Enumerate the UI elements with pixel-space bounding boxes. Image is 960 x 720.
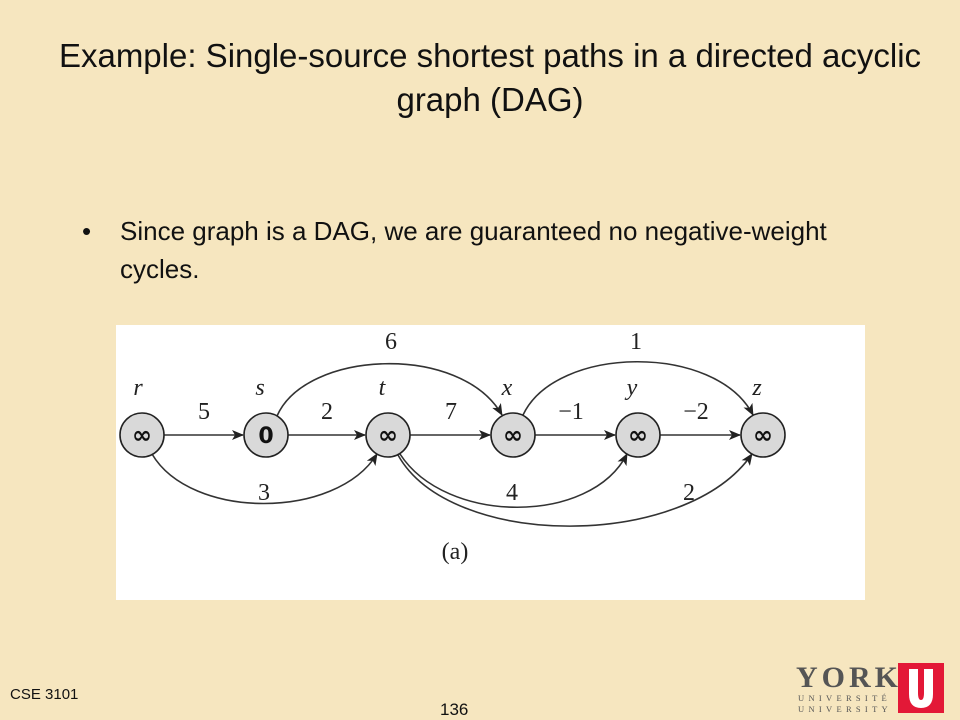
node-s bbox=[243, 412, 289, 458]
bullet-list: • Since graph is a DAG, we are guarantee… bbox=[80, 212, 860, 288]
york-university-logo: YORK UNIVERSITÉ UNIVERSITY bbox=[796, 661, 944, 714]
york-u-icon bbox=[898, 663, 944, 713]
edge-weight-s-x: 6 bbox=[385, 329, 397, 355]
edge-r-t bbox=[151, 453, 378, 505]
node-s-distance: 0 bbox=[258, 424, 273, 449]
edge-weight-t-y: 4 bbox=[506, 480, 518, 506]
edge-weight-y-z: −2 bbox=[683, 399, 709, 425]
edge-layer: 5 2 7 −1 −2 6 1 3 4 2 bbox=[151, 329, 754, 527]
logo-line-english: UNIVERSITY bbox=[798, 704, 892, 714]
bullet-item: • Since graph is a DAG, we are guarantee… bbox=[80, 212, 860, 288]
node-r-distance: ∞ bbox=[132, 421, 152, 449]
diagram-caption: (a) bbox=[442, 539, 469, 565]
node-y bbox=[615, 412, 661, 458]
edge-weight-r-s: 5 bbox=[198, 399, 210, 425]
node-t-label: t bbox=[379, 375, 387, 401]
edge-weight-x-z: 1 bbox=[630, 329, 642, 355]
logo-wordmark: YORK bbox=[796, 661, 902, 694]
node-z-label: z bbox=[751, 375, 762, 401]
node-layer: ∞ r 0 s ∞ t ∞ x ∞ y ∞ z bbox=[119, 375, 786, 458]
bullet-text: Since graph is a DAG, we are guaranteed … bbox=[120, 216, 827, 284]
edge-weight-t-z: 2 bbox=[683, 480, 695, 506]
node-z bbox=[740, 412, 786, 458]
edge-s-x bbox=[276, 362, 503, 417]
node-y-label: y bbox=[625, 375, 638, 401]
edge-weight-r-t: 3 bbox=[258, 480, 270, 506]
node-r bbox=[119, 412, 165, 458]
bullet-marker: • bbox=[82, 216, 92, 246]
edge-t-z bbox=[397, 453, 753, 527]
node-x bbox=[490, 412, 536, 458]
page-number: 136 bbox=[440, 700, 469, 719]
edge-weight-x-y: −1 bbox=[558, 399, 584, 425]
edge-x-z bbox=[522, 360, 754, 416]
node-s-label: s bbox=[255, 375, 264, 401]
node-t-distance: ∞ bbox=[378, 421, 398, 449]
edge-t-y bbox=[399, 453, 628, 509]
slide-title: Example: Single-source shortest paths in… bbox=[58, 37, 922, 118]
dag-figure: 5 2 7 −1 −2 6 1 3 4 2 ∞ r 0 s ∞ t ∞ x ∞ y ∞ z (a) bbox=[116, 325, 865, 600]
node-x-label: x bbox=[501, 375, 513, 401]
logo-line-french: UNIVERSITÉ bbox=[798, 693, 892, 703]
node-z-distance: ∞ bbox=[753, 421, 773, 449]
dag-diagram: 5 2 7 −1 −2 6 1 3 4 2 ∞ r 0 s ∞ t ∞ x ∞ y ∞ z (a) bbox=[119, 329, 786, 565]
course-label: CSE 3101 bbox=[10, 686, 79, 703]
node-y-distance: ∞ bbox=[628, 421, 648, 449]
node-t bbox=[365, 412, 411, 458]
node-r-label: r bbox=[133, 375, 143, 401]
edge-weight-s-t: 2 bbox=[321, 399, 333, 425]
edge-weight-t-x: 7 bbox=[445, 399, 457, 425]
node-x-distance: ∞ bbox=[503, 421, 523, 449]
